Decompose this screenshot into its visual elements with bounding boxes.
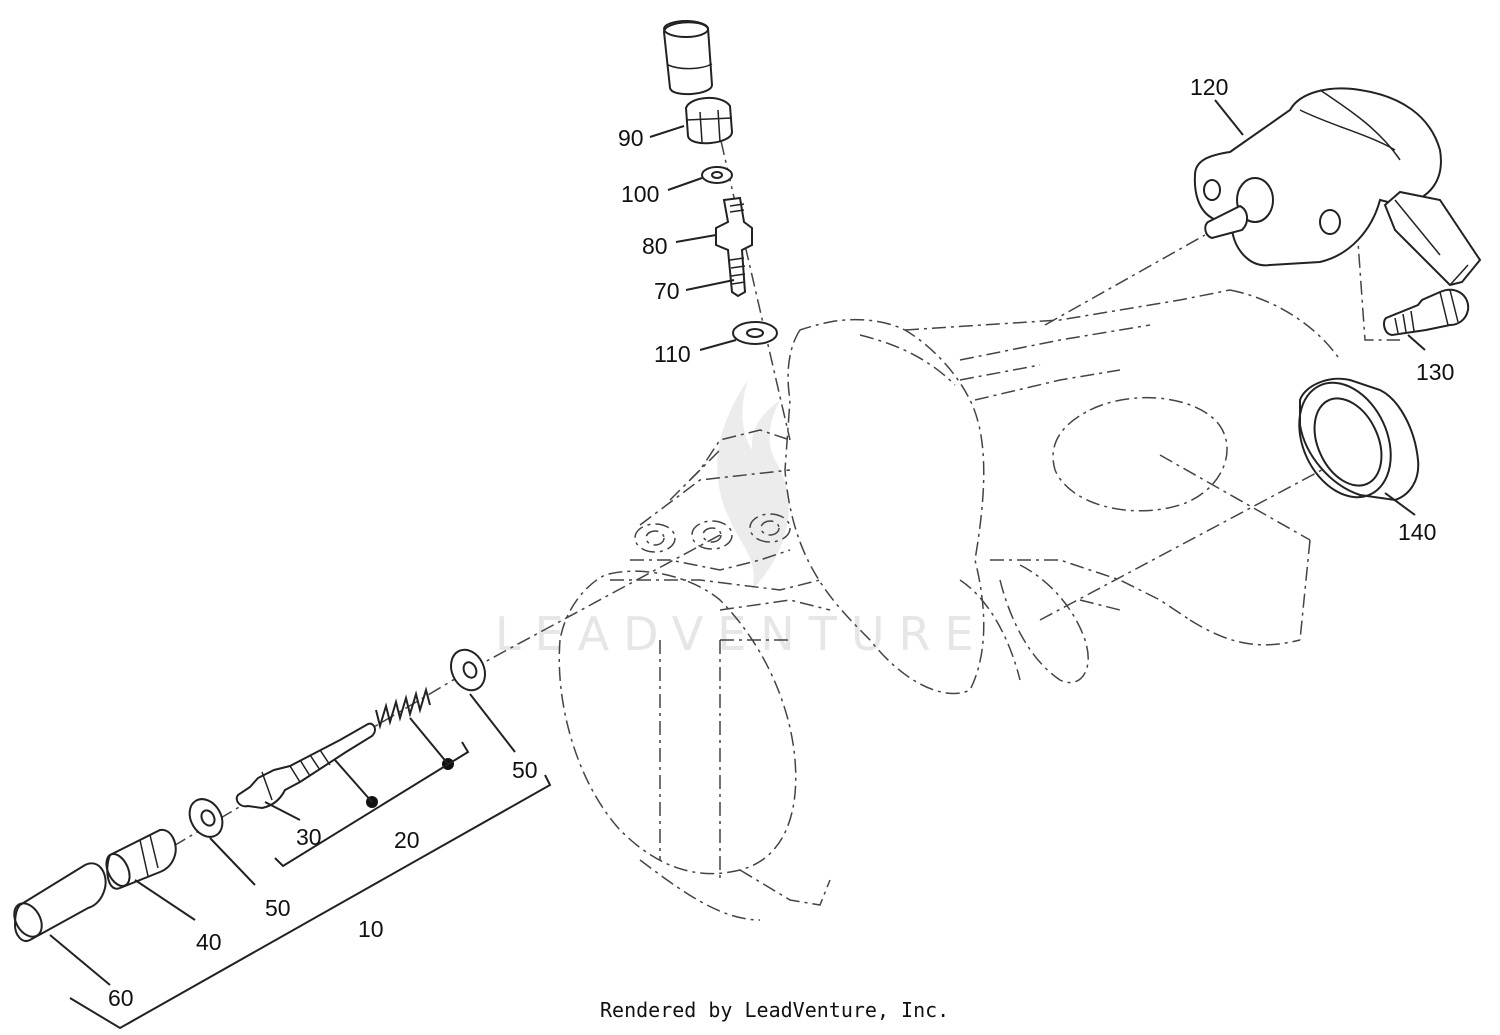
part-60-cap <box>13 862 107 942</box>
footer-credit: Rendered by LeadVenture, Inc. <box>600 998 949 1022</box>
callout-40: 40 <box>196 929 222 955</box>
part-40-nut <box>105 828 177 890</box>
watermark: LEADVENTURE <box>495 380 988 661</box>
callout-50-lower: 50 <box>265 895 291 921</box>
watermark-text: LEADVENTURE <box>495 607 988 661</box>
part-130-bolt <box>1383 288 1470 337</box>
part-120-solenoid <box>1193 87 1482 287</box>
part-90-cap-nut <box>662 20 734 145</box>
callout-70: 70 <box>654 278 680 304</box>
part-30-valve <box>235 722 376 810</box>
callout-90: 90 <box>618 125 644 151</box>
callout-110: 110 <box>654 341 691 367</box>
leader-lines <box>49 99 1426 1030</box>
part-100-washer <box>701 166 733 184</box>
part-110-washer <box>732 321 778 345</box>
part-140-seal <box>1298 377 1420 502</box>
callout-30: 30 <box>296 824 322 850</box>
callout-140: 140 <box>1398 519 1436 545</box>
part-50-washer-upper <box>449 648 487 692</box>
housing-outline <box>558 289 1341 921</box>
callout-20: 20 <box>394 827 420 853</box>
callout-100: 100 <box>621 181 659 207</box>
callout-50-upper: 50 <box>512 757 538 783</box>
callout-80: 80 <box>642 233 668 259</box>
part-20-spring <box>375 686 431 730</box>
callout-60: 60 <box>108 985 134 1011</box>
part-50-washer-lower <box>188 798 224 838</box>
callout-130: 130 <box>1416 359 1454 385</box>
callout-120: 120 <box>1190 74 1228 100</box>
callout-10: 10 <box>358 916 384 942</box>
callout-labels: 90 100 80 70 110 120 130 140 50 30 20 50… <box>108 74 1454 1011</box>
flame-logo-icon <box>717 380 789 590</box>
part-80-70-bolt <box>715 196 753 298</box>
